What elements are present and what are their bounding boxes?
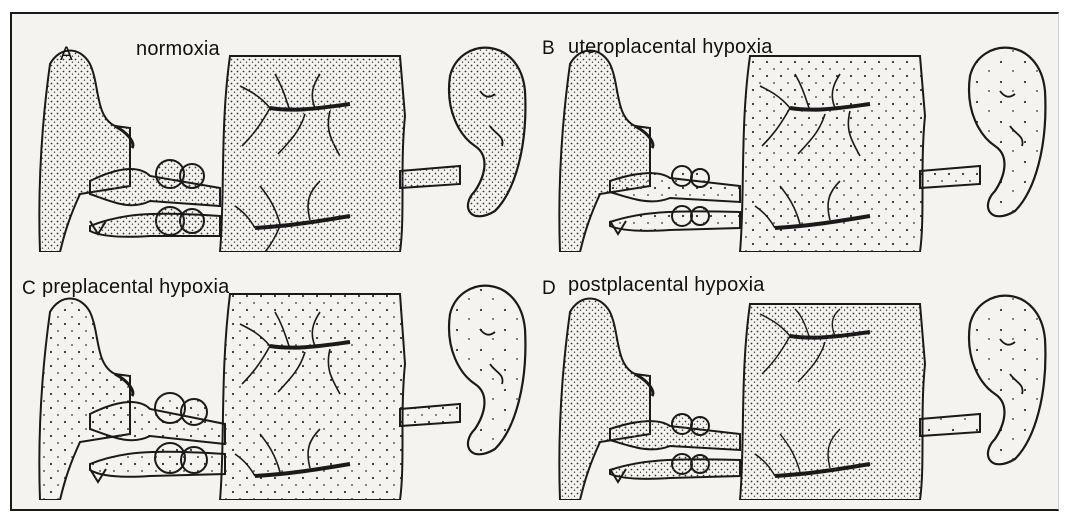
panel-b-title: uteroplacental hypoxia [568,36,773,59]
panel-d-illustration [540,264,1050,500]
panel-d-title: postplacental hypoxia [568,274,765,297]
panel-c: C preplacental hypoxia [20,264,530,500]
panel-a: A normoxia [20,16,530,252]
panel-c-title: preplacental hypoxia [42,276,229,299]
panel-a-title: normoxia [136,38,220,61]
panel-d: D postplacental hypoxia [540,264,1050,500]
panel-b-letter: B [542,38,555,60]
panel-a-letter: A [60,44,73,66]
panel-c-letter: C [22,278,36,300]
panel-c-illustration [20,264,530,500]
figure-frame: A normoxia [10,12,1059,511]
panel-b: B uteroplacental hypoxia [540,16,1050,252]
panel-d-letter: D [542,278,556,300]
panel-a-illustration [20,16,530,252]
